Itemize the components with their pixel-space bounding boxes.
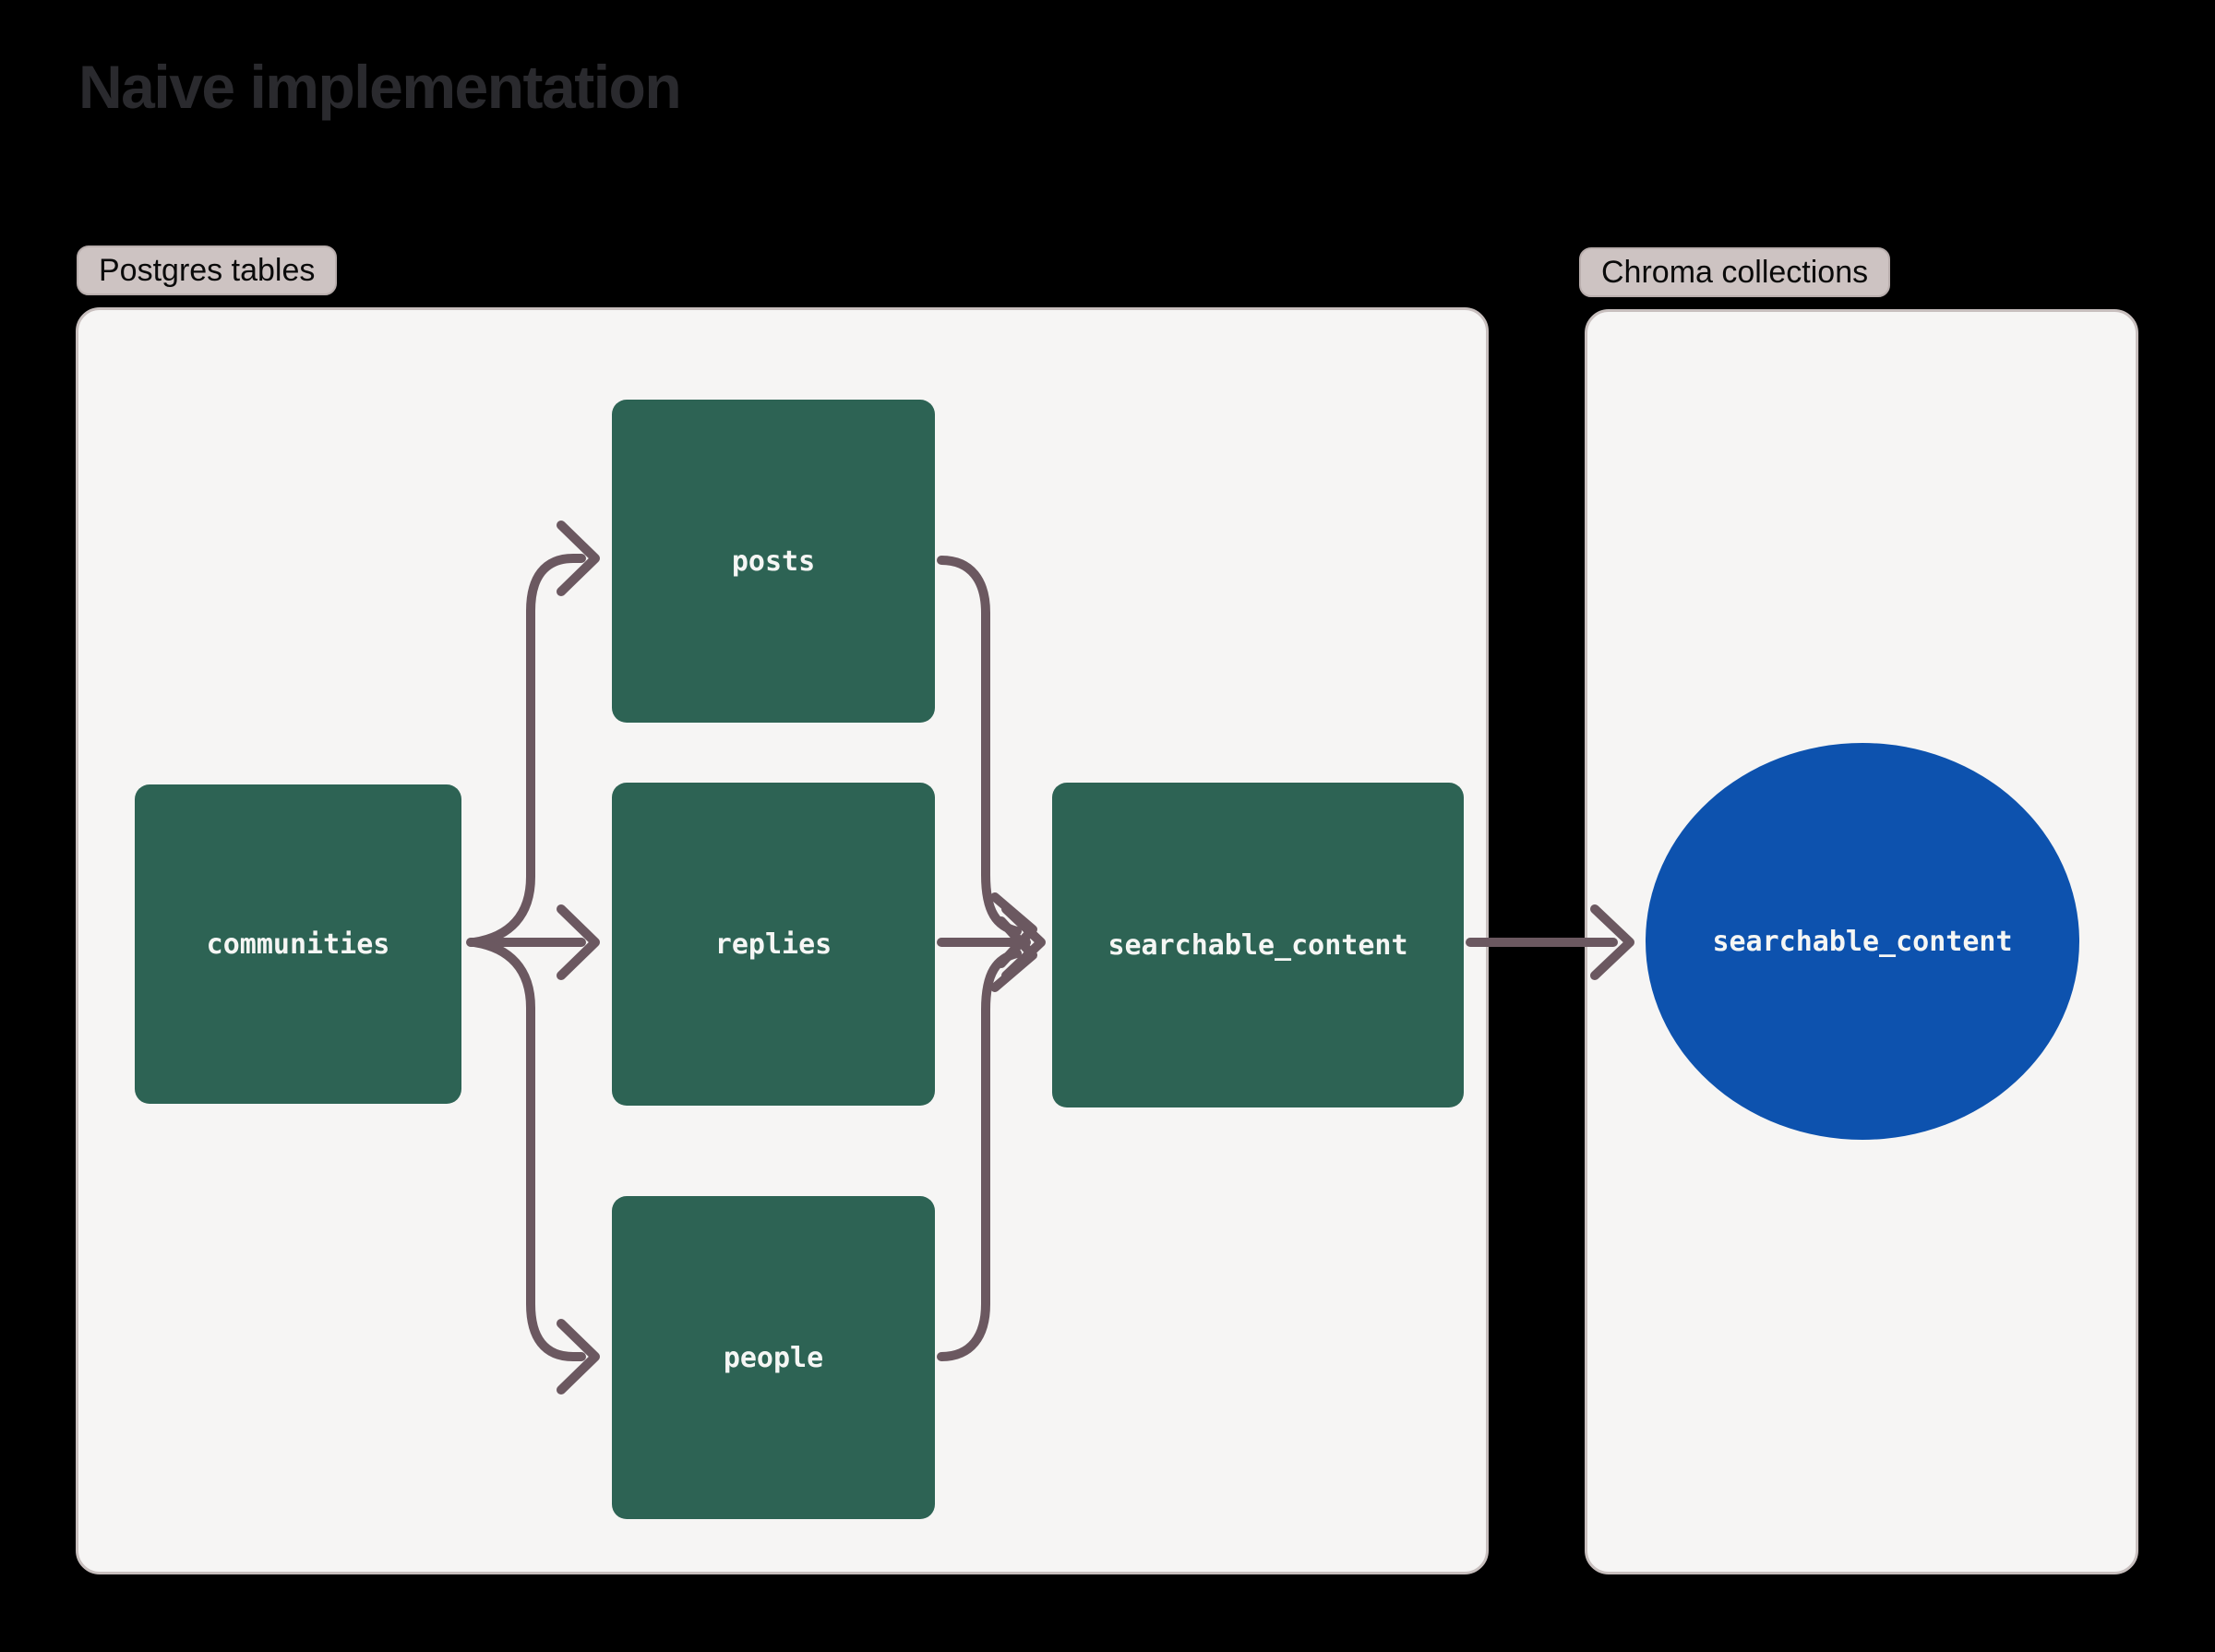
chroma-collections-badge: Chroma collections — [1579, 247, 1891, 297]
page-title: Naive implementation — [78, 53, 682, 121]
collection-node-searchable-content: searchable_content — [1646, 743, 2079, 1140]
table-node-communities: communities — [135, 784, 461, 1104]
table-node-searchable-content: searchable_content — [1052, 783, 1464, 1107]
table-node-posts: posts — [612, 400, 935, 723]
postgres-tables-badge: Postgres tables — [77, 245, 338, 295]
postgres-tables-panel: communities posts replies people searcha… — [76, 307, 1489, 1574]
chroma-collections-panel: searchable_content — [1585, 309, 2138, 1574]
table-node-replies: replies — [612, 783, 935, 1106]
table-node-people: people — [612, 1196, 935, 1519]
